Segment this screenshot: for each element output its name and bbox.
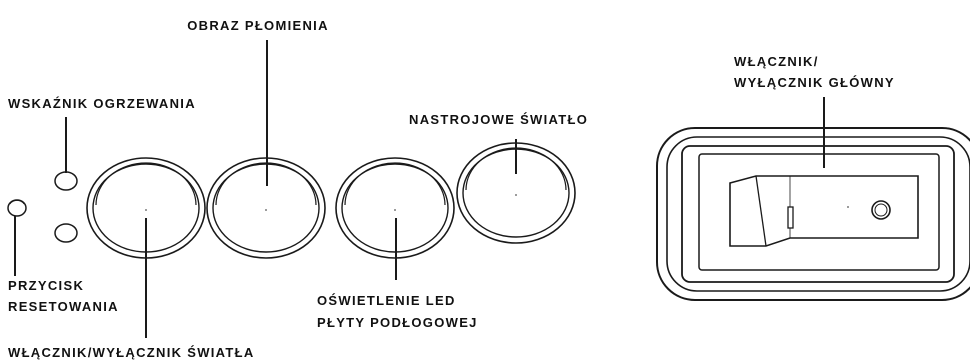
knob-flame-image[interactable]: [206, 157, 326, 259]
switch-on-mark-icon: [787, 206, 794, 229]
knob-mood-light[interactable]: [456, 142, 576, 244]
label-main-switch-line2: WYŁĄCZNIK GŁÓWNY: [734, 75, 895, 90]
label-flame-image: OBRAZ PŁOMIENIA: [187, 18, 329, 33]
knob-light-switch[interactable]: [86, 157, 206, 259]
label-main-switch-line1: WŁĄCZNIK/: [734, 54, 819, 69]
label-led-skirting-line2: PŁYTY PODŁOGOWEJ: [317, 315, 478, 330]
label-led-skirting-line1: OŚWIETLENIE LED: [317, 293, 456, 308]
reset-button[interactable]: [7, 199, 27, 217]
indicator-led-lower: [54, 223, 78, 243]
label-reset-button-line2: RESETOWANIA: [8, 299, 119, 314]
main-rocker-switch[interactable]: [656, 127, 970, 301]
label-heating-indicator: WSKAŹNIK OGRZEWANIA: [8, 96, 196, 111]
label-mood-light: NASTROJOWE ŚWIATŁO: [409, 112, 588, 127]
knob-led-skirting[interactable]: [335, 157, 455, 259]
leader-lines: [14, 40, 825, 338]
heating-indicator-led: [54, 171, 78, 191]
label-light-switch: WŁĄCZNIK/WYŁĄCZNIK ŚWIATŁA: [8, 345, 255, 360]
label-reset-button-line1: PRZYCISK: [8, 278, 84, 293]
